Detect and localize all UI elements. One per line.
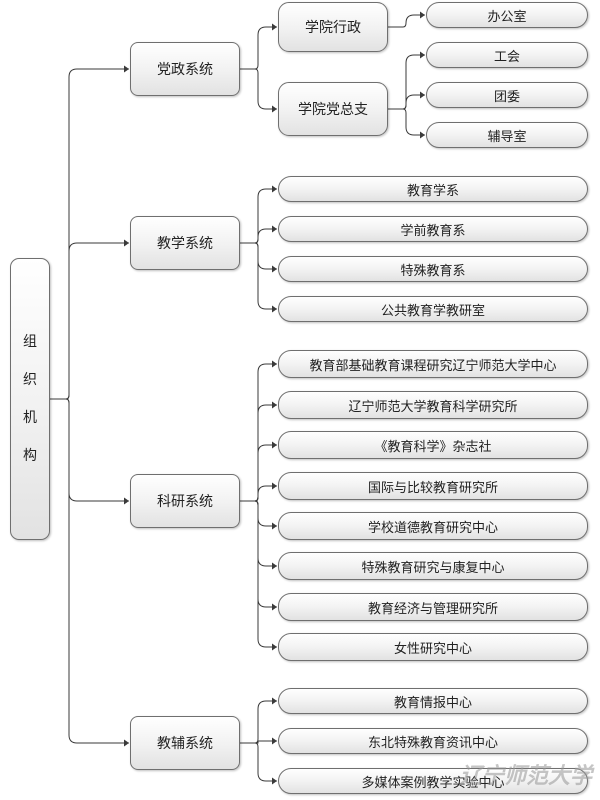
- connector-arrow: [420, 91, 425, 99]
- connector-arrow: [272, 185, 277, 193]
- leaf-research-item: 女性研究中心: [278, 633, 588, 661]
- connector-arrow: [272, 777, 277, 785]
- connector-line: [65, 398, 129, 502]
- leaf-research-item: 辽宁师范大学教育科学研究所: [278, 391, 588, 419]
- leaf-teaching-item: 教育学系: [278, 176, 588, 202]
- connector-arrow: [272, 603, 277, 611]
- leaf-teaching-item: 学前教育系: [278, 216, 588, 242]
- connector-line: [402, 14, 425, 28]
- connector-arrow: [124, 497, 129, 505]
- connector-line: [254, 485, 277, 502]
- connector-arrow: [272, 305, 277, 313]
- connector-arrow: [272, 105, 277, 113]
- connector-arrow: [272, 265, 277, 273]
- root-node: 组 织 机 构: [10, 258, 50, 540]
- root-char: 机: [23, 410, 37, 426]
- connector-arrow: [420, 131, 425, 139]
- connector-arrow: [124, 739, 129, 747]
- connector-line: [254, 700, 277, 744]
- leaf-teaching-item: 公共教育学教研室: [278, 296, 588, 322]
- leaf-teaching-item: 特殊教育系: [278, 256, 588, 282]
- leaf-research-item: 学校道德教育研究中心: [278, 512, 588, 540]
- connector-arrow: [272, 401, 277, 409]
- connector-arrow: [272, 643, 277, 651]
- connector-line: [254, 26, 277, 70]
- node-party-admin-system: 党政系统: [130, 42, 240, 96]
- connector-line: [402, 94, 425, 110]
- root-char: 织: [23, 372, 37, 388]
- leaf-research-item: 特殊教育研究与康复中心: [278, 552, 588, 580]
- connector-arrow: [272, 23, 277, 31]
- connector-arrow: [272, 737, 277, 745]
- node-research-system: 科研系统: [130, 474, 240, 528]
- connector-arrow: [272, 522, 277, 530]
- connector-line: [65, 68, 129, 400]
- connector-arrow: [272, 697, 277, 705]
- connector-arrow: [124, 239, 129, 247]
- root-char: 构: [23, 448, 37, 464]
- leaf-office: 办公室: [426, 2, 588, 28]
- node-auxiliary-system: 教辅系统: [130, 716, 240, 770]
- connector-line: [254, 742, 277, 782]
- connector-line: [254, 228, 277, 244]
- connector-arrow: [272, 441, 277, 449]
- leaf-auxiliary-item: 东北特殊教育资讯中心: [278, 728, 588, 754]
- leaf-labor-union: 工会: [426, 42, 588, 68]
- connector-line: [254, 500, 277, 648]
- connector-arrow: [124, 65, 129, 73]
- leaf-auxiliary-item: 教育情报中心: [278, 688, 588, 714]
- connector-line: [402, 108, 425, 136]
- connector-arrow: [272, 482, 277, 490]
- node-teaching-system: 教学系统: [130, 216, 240, 270]
- connector-line: [65, 242, 129, 400]
- leaf-counselor-office: 辅导室: [426, 122, 588, 148]
- leaf-research-item: 国际与比较教育研究所: [278, 472, 588, 500]
- connector-line: [254, 242, 277, 310]
- root-char: 组: [23, 334, 37, 350]
- connector-line: [254, 68, 277, 110]
- connector-arrow: [272, 562, 277, 570]
- node-college-party-branch: 学院党总支: [278, 82, 388, 136]
- watermark-logo: 辽宁师范大学: [459, 763, 592, 789]
- leaf-research-item: 《教育科学》杂志社: [278, 431, 588, 459]
- leaf-research-item: 教育经济与管理研究所: [278, 593, 588, 621]
- connector-arrow: [420, 51, 425, 59]
- leaf-youth-league: 团委: [426, 82, 588, 108]
- connector-arrow: [272, 225, 277, 233]
- connector-arrow: [272, 360, 277, 368]
- connector-line: [65, 398, 129, 744]
- connector-arrow: [420, 11, 425, 19]
- leaf-auxiliary-item: 多媒体案例教学实验中心: [278, 768, 588, 794]
- node-college-administration: 学院行政: [278, 2, 388, 52]
- leaf-research-item: 教育部基础教育课程研究辽宁师范大学中心: [278, 350, 588, 378]
